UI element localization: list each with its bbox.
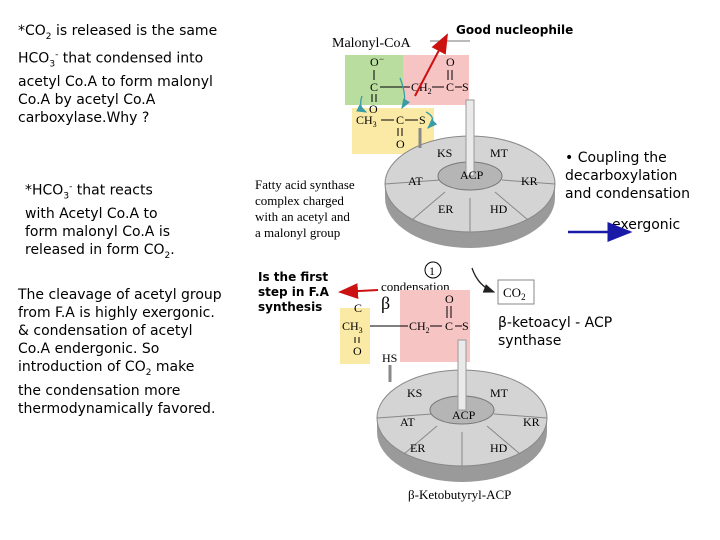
first-step-line-3: synthesis (258, 300, 323, 314)
question-line-3: acetyl Co.A to form malonyl (18, 74, 213, 91)
co2-box (497, 279, 535, 305)
wheel-top-er: ER (438, 202, 453, 216)
ketoacyl-note: β-ketoacyl - ACP synthase (498, 314, 648, 350)
question-line-2: HCO3- that condensed into (18, 49, 204, 70)
wheel-bottom-at: AT (400, 415, 415, 429)
beta-label: β (381, 293, 391, 313)
ketoacyl-line-2: synthase (498, 333, 562, 349)
cleavage-line-6: the condensation more (18, 382, 181, 399)
cleavage-note: The cleavage of acetyl group from F.A is… (18, 286, 248, 418)
cleavage-line-4: Co.A endergonic. So (18, 341, 160, 357)
question-line-4: Co.A by acetyl Co.A (18, 92, 156, 109)
ketoacyl-line-1: β-ketoacyl - ACP (498, 315, 613, 331)
coupling-line-3: and condensation (565, 186, 690, 202)
bottom-o2: O (445, 292, 454, 306)
complex-line-4: a malonyl group (255, 225, 340, 240)
wheel-bottom-ks: KS (407, 386, 422, 400)
wheel-top-mt: MT (490, 146, 509, 160)
wheel-bottom-hd: HD (490, 441, 508, 455)
top-c1: C (370, 80, 378, 94)
bottom-c1: C (354, 301, 362, 315)
wheel-top-hd: HD (490, 202, 508, 216)
hco3-line-3: form malonyl Co.A is (25, 224, 171, 241)
hco3-line-1: *HCO3- that reacts (25, 182, 153, 202)
coupling-line-2: decarboxylation (565, 168, 678, 184)
ketobutyryl-label: β-Ketobutyryl-ACP (408, 487, 511, 502)
pink-box-top (403, 55, 469, 105)
wheel-bottom-kr: KR (523, 415, 540, 429)
top-o2: O (446, 55, 455, 69)
complex-line-1: Fatty acid synthase (255, 177, 355, 192)
hco3-line-4: released in form CO2. (25, 242, 175, 262)
malonyl-coa-label: Malonyl-CoA (332, 36, 411, 51)
co2-label: CO2 (503, 285, 526, 302)
bottom-o1: O (353, 344, 362, 358)
acetyl-ch3: CH3 (356, 113, 377, 129)
first-step-line-1: Is the first (258, 270, 329, 284)
wheel-bottom-mt: MT (490, 386, 509, 400)
wheel-top-acp: ACP (460, 168, 484, 182)
acetyl-o: O (396, 137, 405, 151)
bottom-ch2: CH2 (409, 319, 430, 335)
complex-line-2: complex charged (255, 193, 344, 208)
top-minus-sign: − (379, 54, 384, 64)
cleavage-line-7: thermodynamically favored. (18, 400, 216, 417)
condensation-arrow (471, 267, 496, 293)
teal-arrow-3 (425, 111, 438, 129)
good-nucleophile-label: Good nucleophile (456, 23, 574, 37)
fas-wheel-top: KS MT AT ACP KR ER HD (384, 99, 556, 248)
coupling-note: • Coupling the decarboxylation and conde… (565, 149, 715, 203)
top-o1: O (369, 102, 378, 116)
wheel-bottom-acp: ACP (452, 408, 476, 422)
top-s1: S (462, 80, 469, 94)
cleavage-line-5: introduction of CO2 make (18, 359, 195, 378)
teal-arrow-1 (356, 95, 368, 113)
hco3-line-2: with Acetyl Co.A to (25, 206, 158, 223)
cleavage-line-3: & condensation of acetyl (18, 323, 193, 339)
step-circle (424, 261, 442, 279)
first-step-line-2: step in F.A (258, 285, 329, 299)
wheel-top-ks: KS (437, 146, 452, 160)
cleavage-line-2: from F.A is highly exergonic. (18, 305, 215, 321)
nucleophile-arrow (414, 33, 448, 97)
acetyl-s: S (419, 113, 426, 127)
step-number: 1 (429, 264, 435, 278)
wheel-top-kr: KR (521, 174, 538, 188)
teal-arrow-2 (399, 77, 411, 110)
question-note: *CO2 is released is the same HCO3- that … (18, 22, 248, 127)
first-step-arrow (338, 283, 379, 300)
hco3-note: *HCO3- that reacts with Acetyl Co.A to f… (25, 178, 225, 265)
acetyl-c: C (396, 113, 404, 127)
first-step-note: Is the first step in F.A synthesis (258, 270, 348, 315)
hs-label: HS (382, 351, 397, 365)
top-o-minus: O (370, 55, 379, 69)
question-line-5: carboxylase.Why ? (18, 110, 150, 127)
complex-line-3: with an acetyl and (255, 209, 350, 224)
bottom-c2: C (445, 319, 453, 333)
wheel-top-at: AT (408, 174, 423, 188)
cleavage-line-1: The cleavage of acetyl group (18, 287, 222, 303)
fas-wheel-bottom: KS MT AT ACP KR ER HD (376, 339, 548, 482)
bottom-s: S (462, 319, 469, 333)
top-c2: C (446, 80, 454, 94)
coupling-line-1: • Coupling the (565, 150, 667, 166)
bottom-ch3: CH3 (342, 319, 363, 335)
question-line-1: *CO2 is released is the same (18, 23, 218, 42)
yellow-box-bottom (340, 308, 370, 364)
wheel-bottom-er: ER (410, 441, 425, 455)
